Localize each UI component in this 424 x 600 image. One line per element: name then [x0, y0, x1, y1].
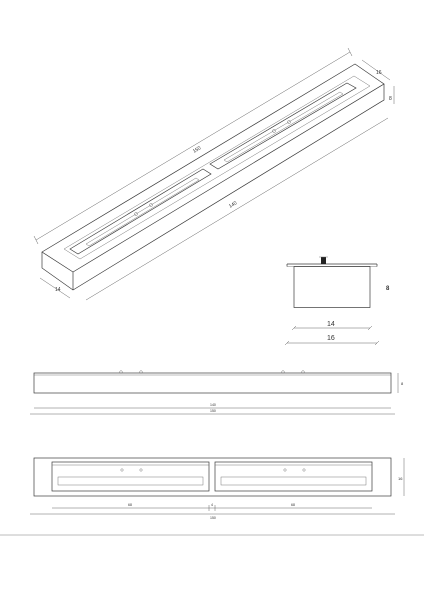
top-burner-right: [214, 461, 373, 492]
side-screw: [281, 370, 285, 374]
iso-burner-left-slot: [85, 177, 200, 247]
top-dim-150-label: 150: [210, 516, 216, 520]
top-outer-frame: [33, 457, 392, 497]
section-dim-16-label: 16: [327, 335, 335, 342]
top-screw: [283, 468, 287, 472]
top-dim-left-label: 68: [128, 503, 132, 507]
top-screw: [120, 468, 124, 472]
iso-screw: [149, 203, 153, 207]
top-screw: [302, 468, 306, 472]
section-view: 8 14 16: [284, 256, 390, 346]
side-dim-8-label: 8: [401, 381, 404, 386]
iso-inner-lip: [63, 75, 371, 260]
iso-burner-left: [69, 168, 212, 255]
iso-dim-140-label: 140: [228, 200, 238, 210]
top-burner-left-slot: [57, 476, 204, 486]
top-dim-gap-label: 4: [211, 503, 213, 507]
iso-dim-line-14: [39, 277, 71, 299]
side-view: 8 140 150: [30, 370, 404, 415]
iso-dim-line-140: [85, 117, 389, 301]
section-burner-nozzle: [321, 257, 326, 264]
iso-burner-right: [209, 82, 357, 170]
isometric-view: 150 140 14 16 8: [33, 47, 395, 301]
top-dim-right-label: 68: [291, 503, 295, 507]
side-screw: [119, 370, 123, 374]
top-view: 16 68 4 68 150: [30, 457, 405, 520]
iso-dim-line-16: [361, 59, 391, 81]
iso-dim-8-label: 8: [389, 96, 392, 102]
iso-top-rim: [41, 63, 385, 273]
side-screw: [301, 370, 305, 374]
section-dim-8-label: 8: [386, 286, 390, 292]
iso-screw: [287, 120, 291, 124]
iso-dim-14-label: 14: [55, 287, 61, 293]
top-screw: [139, 468, 143, 472]
section-body: [293, 266, 371, 308]
top-burner-right-slot: [220, 476, 367, 486]
top-dim-16-label: 16: [398, 476, 403, 481]
iso-screw: [272, 129, 276, 133]
iso-dim-150-label: 150: [192, 145, 202, 155]
iso-dim-16-label: 16: [376, 70, 382, 76]
side-screw: [139, 370, 143, 374]
iso-burner-right-slot: [223, 91, 344, 163]
top-burner-left: [51, 461, 210, 492]
iso-screw: [134, 212, 138, 216]
section-dim-14-label: 14: [327, 321, 335, 328]
side-dim-150-label: 150: [210, 409, 216, 413]
iso-dim-line-150: [35, 51, 351, 241]
side-body: [33, 372, 392, 394]
side-dim-140-label: 140: [210, 403, 216, 407]
